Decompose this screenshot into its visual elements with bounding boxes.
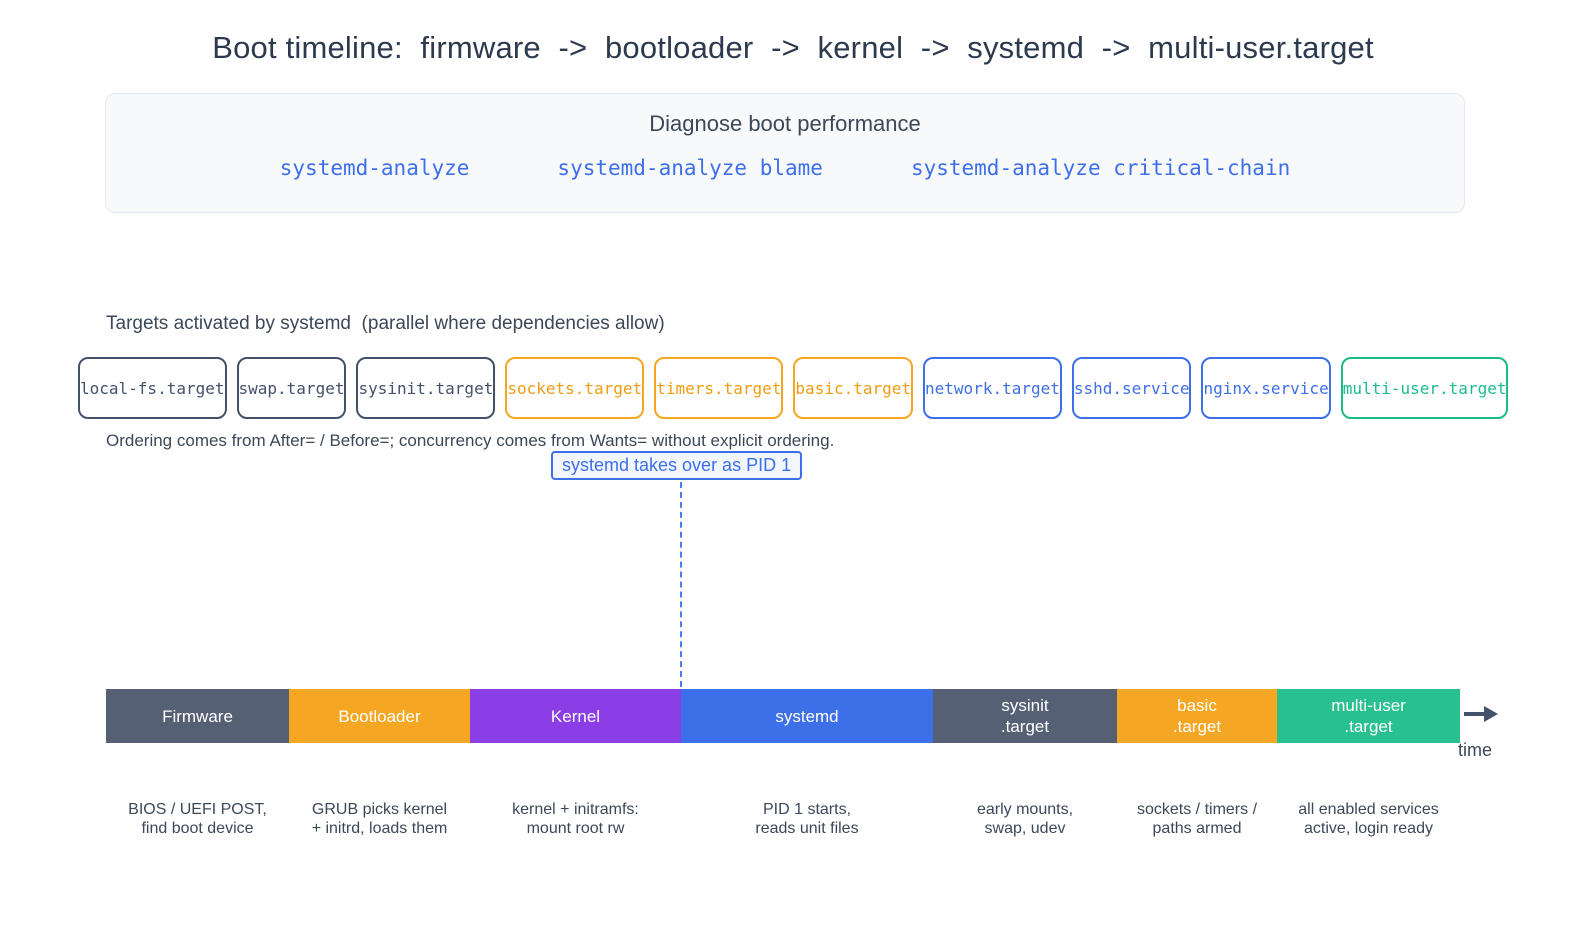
target-chip-label: nginx.service [1203,378,1329,398]
timeline-captions-row: BIOS / UEFI POST, find boot device GRUB … [106,800,1460,838]
timeline-segment-kernel[interactable]: Kernel [470,689,681,743]
target-chips-row: local-fs.target swap.target sysinit.targ… [78,357,1509,419]
target-chip-network[interactable]: network.target [923,357,1062,419]
target-chip-label: sysinit.target [358,378,494,398]
timeline-segment-label: multi-user .target [1331,696,1406,736]
timeline-segment-label: Kernel [550,706,601,726]
target-chip-sockets[interactable]: sockets.target [505,357,645,419]
timeline-segment-label: Firmware [162,706,233,726]
time-arrow-icon [1464,706,1498,722]
timeline-caption-bootloader: GRUB picks kernel + initrd, loads them [311,801,448,837]
ordering-note: Ordering comes from After= / Before=; co… [106,431,835,450]
timeline-caption-sysinit-target: early mounts, swap, udev [976,801,1074,837]
target-chip-basic[interactable]: basic.target [793,357,914,419]
target-chip-label: multi-user.target [1342,378,1507,398]
timeline-segment-basic-target[interactable]: basic .target [1117,689,1277,743]
page-title: Boot timeline: firmware -> bootloader ->… [212,30,1374,65]
timeline-caption-basic-target: sockets / timers / paths armed [1136,801,1258,837]
target-chip-label: basic.target [795,378,912,398]
command-systemd-analyze[interactable]: systemd-analyze [279,156,470,180]
timeline-segment-sysinit-target[interactable]: sysinit .target [933,689,1117,743]
timeline-segment-label: sysinit .target [1000,696,1050,736]
timeline-segment-multi-user-target[interactable]: multi-user .target [1277,689,1460,743]
diagnose-panel: Diagnose boot performance systemd-analyz… [105,93,1465,213]
target-chip-label: network.target [925,378,1060,398]
pid1-connector-line [680,482,682,687]
target-chip-label: sockets.target [507,378,643,398]
target-chip-label: sshd.service [1073,378,1190,398]
timeline-segment-firmware[interactable]: Firmware [106,689,289,743]
timeline-segment-label: systemd [775,706,839,726]
target-chip-label: local-fs.target [80,378,225,398]
target-chip-nginx[interactable]: nginx.service [1201,357,1331,419]
timeline-caption-kernel: kernel + initramfs: mount root rw [512,801,639,837]
target-chip-swap[interactable]: swap.target [236,357,347,419]
timeline-caption-multi-user-target: all enabled services active, login ready [1298,801,1439,837]
time-axis-label: time [1458,740,1493,760]
timeline-segment-label: basic .target [1172,696,1222,736]
diagnose-panel-title: Diagnose boot performance [649,111,921,136]
target-chip-label: swap.target [238,378,345,398]
diagnose-command-list: systemd-analyze systemd-analyze blame sy… [106,156,1464,180]
timeline-segment-bootloader[interactable]: Bootloader [289,689,470,743]
target-chip-local-fs[interactable]: local-fs.target [78,357,227,419]
targets-heading: Targets activated by systemd (parallel w… [106,313,665,334]
pid1-callout-label: systemd takes over as PID 1 [562,455,792,475]
target-chip-multi-user[interactable]: multi-user.target [1340,357,1509,419]
command-systemd-analyze-blame[interactable]: systemd-analyze blame [557,156,823,180]
timeline-caption-systemd: PID 1 starts, reads unit files [755,801,859,837]
command-systemd-analyze-critical-chain[interactable]: systemd-analyze critical-chain [910,156,1291,180]
timeline-segment-label: Bootloader [338,706,421,726]
target-chip-label: timers.target [656,378,782,398]
timeline-segment-systemd[interactable]: systemd [681,689,933,743]
pid1-callout: systemd takes over as PID 1 [551,451,803,480]
target-chip-sshd[interactable]: sshd.service [1071,357,1192,419]
timeline-bar: Firmware Bootloader Kernel systemd sysin… [106,689,1460,743]
target-chip-sysinit[interactable]: sysinit.target [356,357,496,419]
target-chip-timers[interactable]: timers.target [654,357,784,419]
timeline-caption-firmware: BIOS / UEFI POST, find boot device [128,801,267,837]
